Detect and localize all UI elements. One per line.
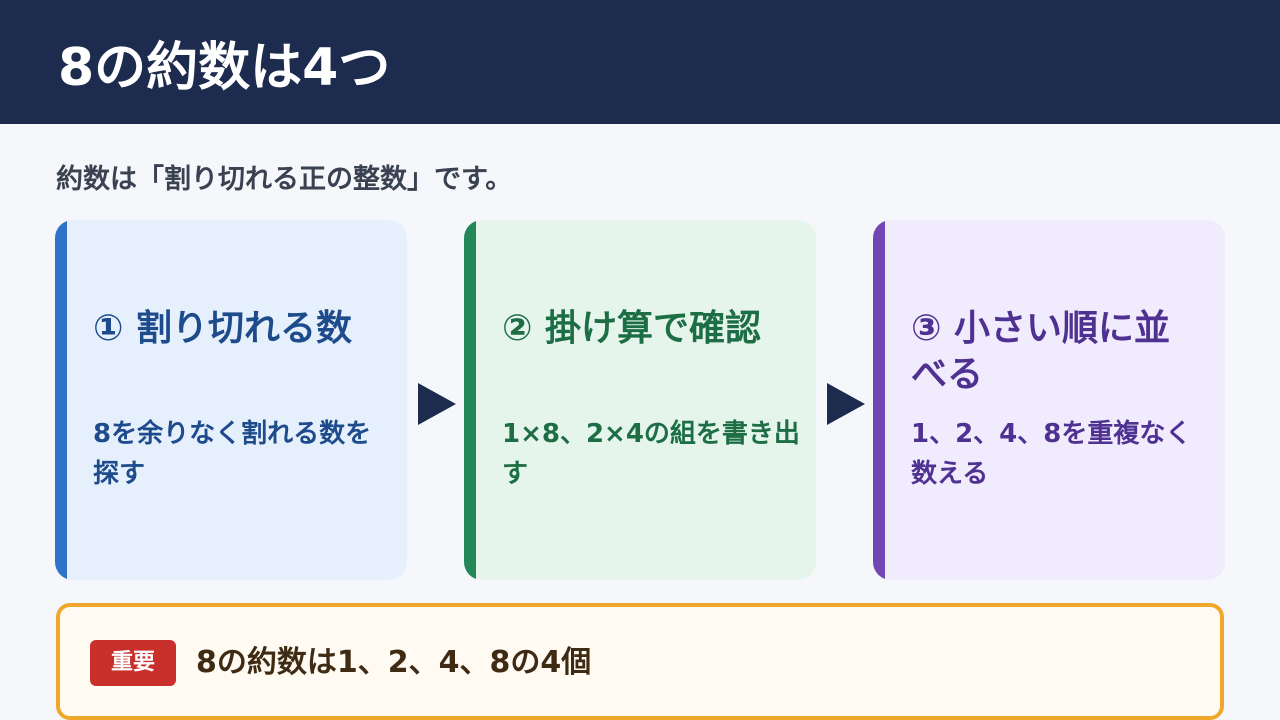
step-card-3: ③ 小さい順に並べる 1、2、4、8を重複なく数える — [873, 220, 1225, 580]
key-point-text: 8の約数は1、2、4、8の4個 — [196, 645, 592, 680]
step-card-2: ② 掛け算で確認 1×8、2×4の組を書き出す — [464, 220, 816, 580]
subtitle: 約数は「割り切れる正の整数」です。 — [56, 164, 513, 195]
arrow-right-icon — [827, 383, 865, 425]
step-heading: ③ 小さい順に並べる — [911, 308, 1171, 395]
important-badge: 重要 — [90, 640, 176, 686]
header-bar: 8の約数は4つ — [0, 0, 1280, 124]
step-card-accent — [55, 220, 67, 580]
step-body: 1、2、4、8を重複なく数える — [911, 419, 1192, 489]
step-heading: ② 掛け算で確認 — [502, 308, 762, 349]
step-body: 1×8、2×4の組を書き出す — [502, 419, 800, 489]
step-body: 8を余りなく割れる数を探す — [93, 419, 372, 489]
step-card-1: ① 割り切れる数 8を余りなく割れる数を探す — [55, 220, 407, 580]
page-title: 8の約数は4つ — [58, 38, 391, 98]
step-card-accent — [464, 220, 476, 580]
step-card-accent — [873, 220, 885, 580]
arrow-right-icon — [418, 383, 456, 425]
step-heading: ① 割り切れる数 — [93, 308, 353, 349]
key-point-box: 重要 8の約数は1、2、4、8の4個 — [56, 603, 1224, 720]
